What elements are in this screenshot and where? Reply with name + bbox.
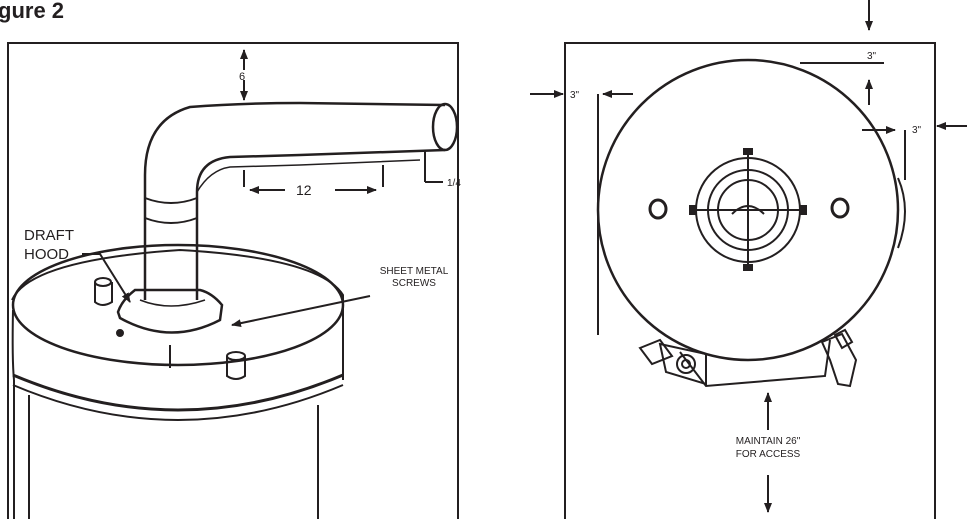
side-view-frame bbox=[7, 42, 459, 524]
draft-hood-label-line1: DRAFT bbox=[24, 227, 74, 244]
access-label-line2: FOR ACCESS bbox=[736, 449, 801, 460]
vent-pipe bbox=[143, 101, 459, 300]
clearance-left-label: 3" bbox=[570, 90, 580, 101]
dim-lines bbox=[240, 49, 443, 194]
clearance-right-label: 3" bbox=[912, 125, 922, 136]
top-view-labels: 3" 3" 3" MAINTAIN 26" FOR ACCESS bbox=[570, 51, 922, 460]
water-heater-body bbox=[11, 243, 345, 519]
top-view-panel bbox=[530, 0, 967, 524]
draft-hood bbox=[116, 288, 224, 334]
screws-label-line2: SCREWS bbox=[392, 278, 436, 289]
figure-title: gure 2 bbox=[0, 0, 65, 23]
draft-hood-label-line2: HOOD bbox=[24, 246, 69, 263]
screws-label-line1: SHEET METAL bbox=[380, 266, 449, 277]
top-fittings bbox=[94, 277, 246, 380]
dim-top-label: 6 bbox=[239, 71, 245, 83]
side-view-panel bbox=[7, 42, 459, 524]
access-label-line1: MAINTAIN 26" bbox=[736, 436, 801, 447]
dim-drop-label: 1/4 bbox=[447, 178, 461, 189]
dim-length-label: 12 bbox=[296, 182, 312, 198]
clearance-top-label: 3" bbox=[867, 51, 877, 62]
flue-assembly bbox=[689, 148, 807, 271]
clearance-dims bbox=[530, 0, 967, 513]
leader-lines bbox=[82, 253, 371, 328]
gas-control-valve bbox=[638, 328, 858, 388]
top-fitting-holes bbox=[648, 197, 850, 220]
side-view-labels: 6 12 1/4 DRAFT HOOD SHEET METAL SCREWS bbox=[24, 71, 461, 289]
